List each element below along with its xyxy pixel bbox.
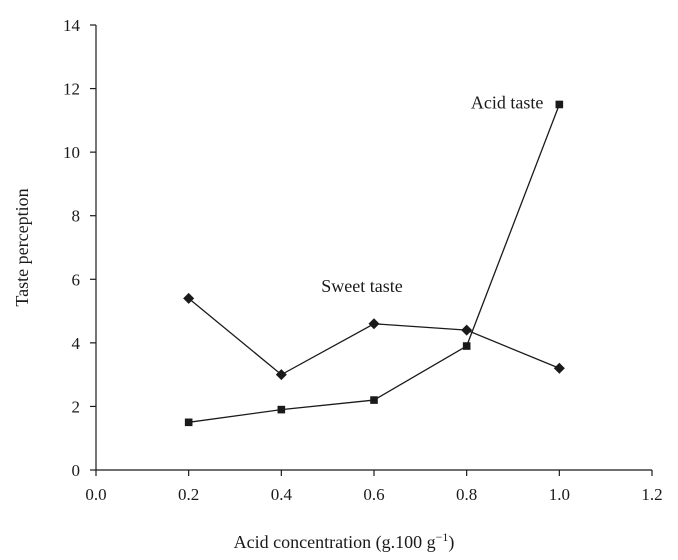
data-point-diamond (368, 318, 380, 330)
x-axis-title-end: ) (448, 532, 454, 553)
data-point-diamond (183, 292, 195, 304)
data-point-square (277, 405, 286, 414)
x-tick-label: 0.8 (456, 485, 477, 504)
acid-taste-annotation: Acid taste (471, 92, 543, 112)
data-point-diamond (461, 324, 473, 336)
y-tick-label: 8 (72, 207, 81, 226)
data-point-square (184, 418, 193, 427)
x-tick-label: 0.2 (178, 485, 199, 504)
series-acid-taste (184, 100, 564, 427)
y-tick-label: 2 (72, 397, 81, 416)
x-axis-title: Acid concentration (g.100 g−1) (234, 530, 455, 553)
x-tick-label: 0.0 (85, 485, 106, 504)
data-point-diamond (553, 362, 565, 374)
x-tick-label: 1.0 (549, 485, 570, 504)
y-ticks: 0 2 4 6 8 10 12 14 (63, 16, 96, 480)
x-tick-label: 1.2 (641, 485, 662, 504)
annotations: Sweet taste Acid taste (321, 92, 543, 295)
y-tick-label: 4 (72, 334, 81, 353)
y-tick-label: 12 (63, 80, 80, 99)
x-axis-title-main: Acid concentration (g.100 g (234, 532, 436, 553)
series-line (188, 104, 560, 423)
y-tick-label: 10 (63, 143, 80, 162)
data-point-square (370, 396, 378, 404)
data-point-square (555, 100, 564, 109)
x-axis-title-superscript: −1 (436, 530, 449, 544)
series-line (188, 297, 560, 376)
data-point-square (462, 342, 471, 350)
data-point-diamond (275, 369, 287, 381)
x-ticks: 0.0 0.2 0.4 0.6 0.8 1.0 1.2 (85, 470, 663, 504)
y-tick-label: 0 (72, 461, 81, 480)
x-tick-label: 0.6 (363, 485, 384, 504)
x-tick-label: 0.4 (271, 485, 293, 504)
series-layer (183, 100, 565, 427)
y-tick-label: 14 (63, 16, 81, 35)
series-sweet-taste (183, 292, 565, 381)
sweet-taste-annotation: Sweet taste (321, 276, 402, 296)
y-tick-label: 6 (72, 270, 81, 289)
y-axis-title: Taste perception (12, 188, 32, 306)
